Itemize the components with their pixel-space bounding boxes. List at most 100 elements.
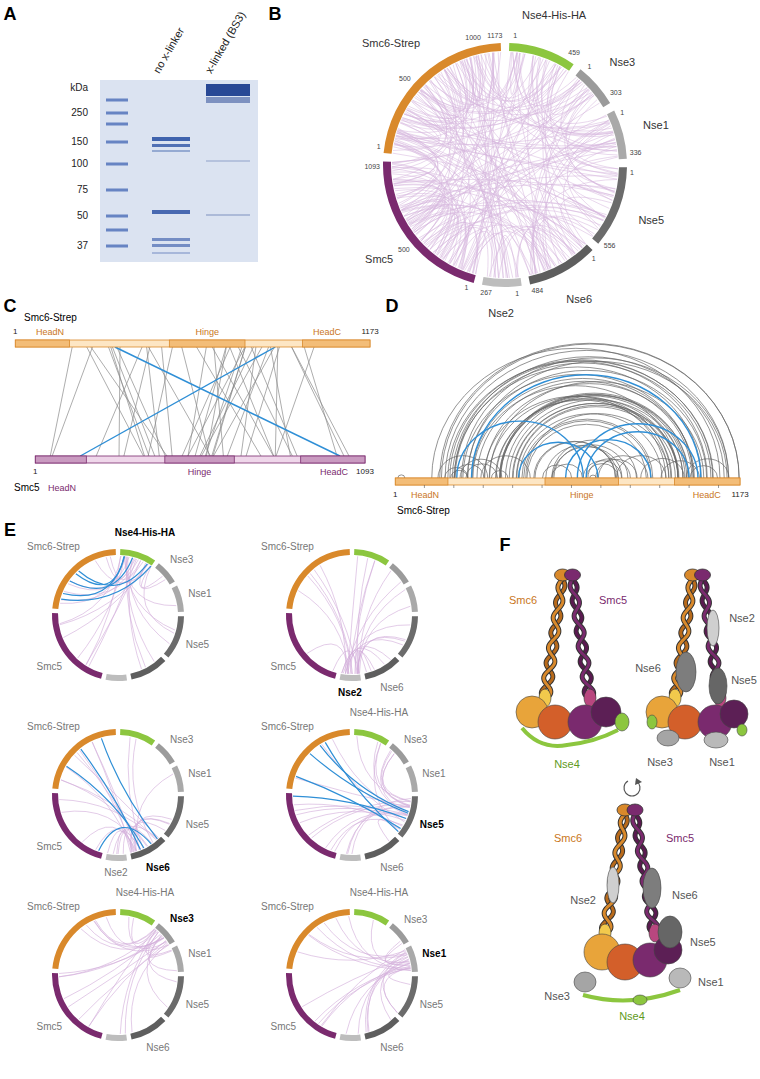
protein-arc [155, 923, 175, 944]
crosslink-arc [500, 393, 689, 478]
protein-arc [364, 657, 399, 680]
protein-arc [120, 729, 155, 745]
domain-label: HeadN [411, 490, 439, 500]
crosslink-line [396, 136, 618, 175]
tick-mark [512, 485, 513, 488]
crosslink-arc [441, 344, 739, 478]
protein-arc [286, 729, 350, 789]
tick-number: 484 [532, 287, 544, 295]
crosslink-line [393, 147, 435, 184]
crosslink-line [475, 54, 523, 275]
protein-label: Nse6 [635, 662, 661, 675]
marker-weight: 150 [71, 136, 88, 148]
crosslink-line [322, 964, 410, 1026]
protein-arc [528, 244, 592, 284]
crosslink-line [397, 131, 495, 278]
coiled-coil-outline [604, 814, 625, 935]
protein-arc [398, 976, 418, 1017]
protein-label: Nse6 [380, 1042, 403, 1054]
protein-arc [576, 69, 611, 107]
protein-arc [384, 43, 501, 154]
panel-letter: B [269, 4, 282, 25]
tick-number: 556 [604, 242, 616, 250]
crosslink-arc [598, 456, 648, 478]
tick-number: 1 [630, 169, 634, 177]
marker-weight: 100 [71, 158, 88, 170]
crosslink-arc [517, 407, 676, 478]
ladder-band [106, 123, 128, 126]
domain-label: HeadC [693, 490, 721, 500]
protein-arc [354, 549, 389, 565]
crosslink-line [419, 70, 567, 113]
protein-label: Smc5 [365, 253, 393, 266]
crosslink-line [296, 808, 406, 818]
nse-subunit [607, 867, 619, 903]
tick-number: 336 [630, 149, 642, 157]
protein-arc [155, 563, 175, 584]
protein-arc [354, 909, 389, 925]
tick-number: 1 [587, 63, 591, 71]
protein-label: Nse5 [420, 999, 443, 1011]
lane-label: x-linked (BS3) [203, 9, 248, 75]
crosslink-line [568, 198, 606, 218]
crosslink-line [335, 814, 407, 852]
crosslink-line [81, 749, 141, 849]
kleisin-domain [647, 715, 657, 729]
protein-band [206, 84, 250, 96]
protein-label: Nse1 [709, 756, 735, 769]
protein-label: Nse1 [188, 588, 211, 600]
protein-arc [155, 743, 175, 764]
protein-label: Smc5 [599, 594, 627, 607]
protein-label: Smc6-Strep [362, 37, 420, 50]
crosslink-line [213, 347, 245, 456]
crosslink-line [80, 750, 134, 852]
crosslink-line [473, 53, 494, 274]
crosslink-line [79, 945, 169, 1019]
protein-band [152, 238, 190, 241]
nse-subunit [657, 730, 679, 746]
protein-label: Nse2 [338, 687, 362, 699]
domain-box [165, 456, 234, 463]
crosslink-arc [445, 350, 729, 478]
protein-arc [130, 1017, 165, 1040]
protein-label: Nse3 [610, 56, 636, 69]
ladder-band [106, 112, 128, 115]
protein-label: Nse5 [186, 819, 209, 831]
ladder-band [106, 215, 128, 218]
gel-background [100, 80, 258, 262]
tick-number: 267 [480, 289, 492, 297]
protein-arc [389, 563, 409, 584]
crosslink-arc [485, 384, 695, 478]
protein-arc [592, 167, 627, 243]
tick-number: 303 [610, 89, 622, 97]
protein-arc [120, 909, 155, 925]
crosslink-line [319, 968, 411, 1024]
crosslink-line [368, 954, 407, 1031]
coiled-coil [541, 579, 565, 700]
crosslink-arc [460, 459, 502, 478]
crosslink-arc [463, 374, 693, 478]
crosslink-arc [516, 405, 678, 478]
crosslink-line [343, 625, 410, 673]
crosslink-line [292, 347, 344, 456]
tick-mark [600, 485, 601, 488]
crosslink-line [270, 347, 290, 456]
panel-letter: E [4, 520, 16, 541]
complex-cartoon [516, 569, 748, 1005]
tick-number: 459 [568, 49, 580, 57]
nse-subunit [676, 652, 696, 692]
protein-arc [509, 43, 574, 71]
protein-band [206, 97, 250, 103]
coiled-coil-outline [570, 579, 594, 700]
protein-arc [106, 1034, 127, 1041]
domain-label: HeadC [320, 467, 348, 477]
crosslink-line [462, 61, 549, 269]
crosslink-line [111, 347, 145, 456]
coiled-coil [544, 579, 563, 700]
kleisin-domain [737, 724, 747, 736]
crosslink-map [293, 736, 411, 854]
crosslink-arc [467, 370, 706, 478]
protein-arc [398, 616, 418, 657]
protein-label: Smc5 [37, 661, 63, 673]
